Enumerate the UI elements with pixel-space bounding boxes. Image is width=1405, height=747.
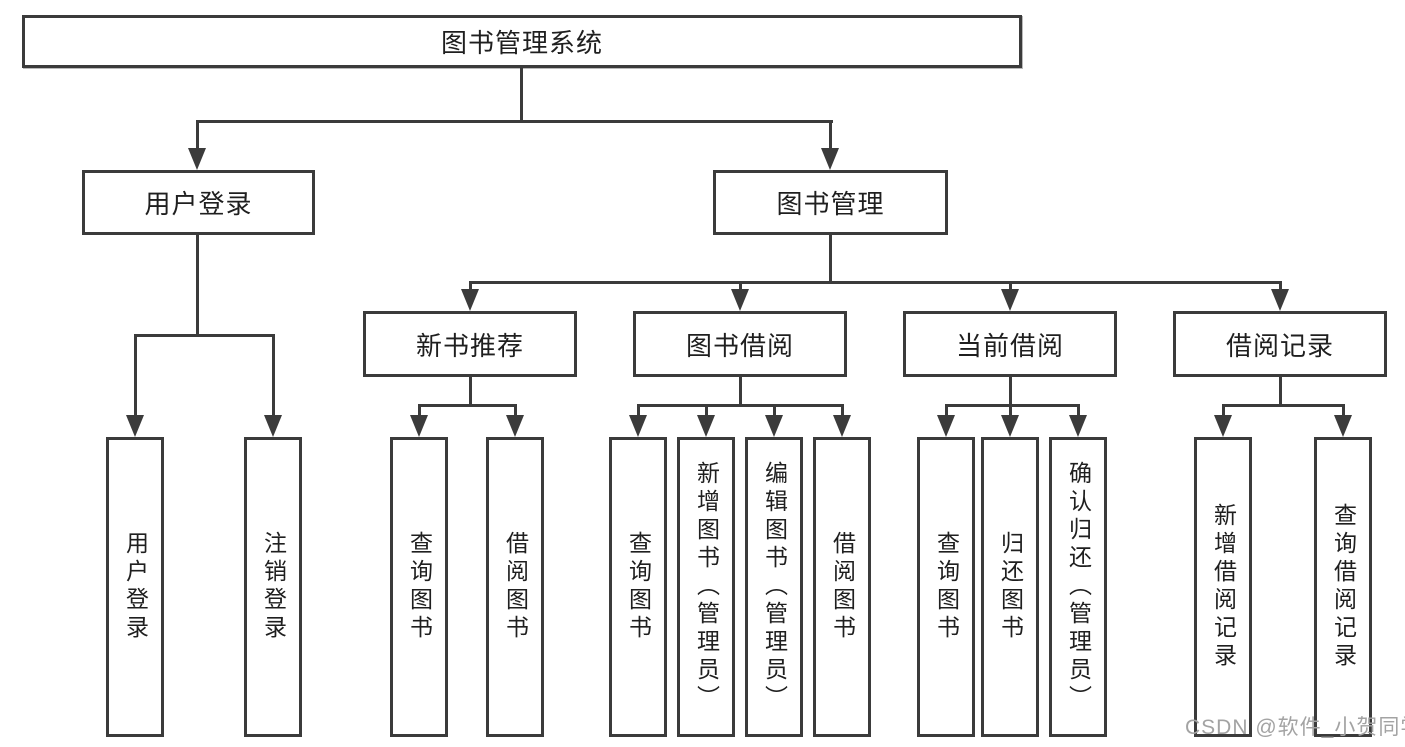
- connector-vline: [1009, 377, 1012, 407]
- connector-vline: [1222, 404, 1225, 416]
- arrow-down-icon: [461, 289, 479, 311]
- node-label: 查询图书: [625, 531, 652, 643]
- connector-vline: [1077, 404, 1080, 416]
- connector-hline: [1222, 404, 1345, 407]
- arrow-down-icon: [1001, 289, 1019, 311]
- leaf-borrow-edit-admin: 编辑图书（管理员）: [745, 437, 803, 737]
- node-borrow-record: 借阅记录: [1173, 311, 1387, 377]
- node-book-borrow: 图书借阅: [633, 311, 847, 377]
- arrow-down-icon: [410, 415, 428, 437]
- connector-vline: [418, 404, 421, 416]
- connector-vline: [1279, 377, 1282, 407]
- arrow-down-icon: [126, 415, 144, 437]
- connector-vline: [829, 235, 832, 284]
- arrow-down-icon: [1001, 415, 1019, 437]
- node-label: 用户登录: [122, 531, 149, 643]
- connector-hline: [196, 120, 833, 123]
- csdn-watermark: CSDN @软件_小贺同学: [1185, 716, 1405, 739]
- arrow-down-icon: [697, 415, 715, 437]
- node-label: 借阅图书: [829, 531, 856, 643]
- leaf-borrow-book: 借阅图书: [813, 437, 871, 737]
- arrow-down-icon: [765, 415, 783, 437]
- node-label: 图书借阅: [685, 330, 794, 361]
- node-label: 新书推荐: [415, 330, 524, 361]
- connector-hline: [418, 404, 516, 407]
- connector-hline: [945, 404, 1080, 407]
- node-label: 查询图书: [406, 531, 433, 643]
- node-user-login: 用户登录: [82, 170, 315, 235]
- connector-vline: [1342, 404, 1345, 416]
- connector-vline: [469, 377, 472, 407]
- arrow-down-icon: [1334, 415, 1352, 437]
- connector-vline: [469, 281, 472, 291]
- arrow-down-icon: [264, 415, 282, 437]
- node-book-mgmt: 图书管理: [713, 170, 948, 235]
- connector-vline: [520, 68, 523, 120]
- arrow-down-icon: [629, 415, 647, 437]
- arrow-down-icon: [1214, 415, 1232, 437]
- node-label: 用户登录: [144, 189, 253, 219]
- node-label: 查询图书: [933, 531, 960, 643]
- connector-vline: [272, 334, 275, 416]
- leaf-user-login: 用户登录: [106, 437, 164, 737]
- node-label: 编辑图书（管理员）: [761, 461, 788, 713]
- leaf-current-confirm-admin: 确认归还（管理员）: [1049, 437, 1107, 737]
- leaf-record-query: 查询借阅记录: [1314, 437, 1372, 737]
- connector-vline: [134, 334, 137, 416]
- node-label: 图书管理系统: [440, 28, 603, 58]
- node-label: 查询借阅记录: [1330, 503, 1357, 671]
- arrow-down-icon: [1271, 289, 1289, 311]
- leaf-current-query: 查询图书: [917, 437, 975, 737]
- arrow-down-icon: [937, 415, 955, 437]
- arrow-down-icon: [188, 148, 206, 170]
- leaf-borrow-query: 查询图书: [609, 437, 667, 737]
- connector-vline: [1279, 281, 1282, 291]
- connector-vline: [196, 120, 199, 150]
- node-new-book: 新书推荐: [363, 311, 577, 377]
- node-label: 借阅图书: [502, 531, 529, 643]
- arrow-down-icon: [731, 289, 749, 311]
- node-label: 图书管理: [776, 189, 885, 219]
- connector-vline: [739, 377, 742, 407]
- node-label: 归还图书: [997, 531, 1024, 643]
- arrow-down-icon: [1069, 415, 1087, 437]
- leaf-newbook-query: 查询图书: [390, 437, 448, 737]
- node-label: 确认归还（管理员）: [1065, 461, 1092, 713]
- node-label: 新增图书（管理员）: [693, 461, 720, 713]
- node-label: 注销登录: [260, 531, 287, 643]
- arrow-down-icon: [821, 148, 839, 170]
- connector-vline: [1009, 404, 1012, 416]
- connector-vline: [739, 281, 742, 291]
- node-label: 借阅记录: [1225, 330, 1334, 361]
- leaf-logout: 注销登录: [244, 437, 302, 737]
- connector-hline: [134, 334, 275, 337]
- arrow-down-icon: [506, 415, 524, 437]
- connector-vline: [1009, 281, 1012, 291]
- connector-vline: [514, 404, 517, 416]
- connector-vline: [196, 235, 199, 337]
- connector-hline: [469, 281, 1282, 284]
- connector-vline: [841, 404, 844, 416]
- node-current-borrow: 当前借阅: [903, 311, 1117, 377]
- connector-hline: [637, 404, 844, 407]
- node-label: 新增借阅记录: [1210, 503, 1237, 671]
- node-root: 图书管理系统: [22, 15, 1022, 68]
- node-label: 当前借阅: [955, 330, 1064, 361]
- leaf-record-add: 新增借阅记录: [1194, 437, 1252, 737]
- connector-vline: [829, 120, 832, 150]
- leaf-borrow-add-admin: 新增图书（管理员）: [677, 437, 735, 737]
- connector-vline: [705, 404, 708, 416]
- connector-vline: [773, 404, 776, 416]
- arrow-down-icon: [833, 415, 851, 437]
- connector-vline: [637, 404, 640, 416]
- connector-vline: [945, 404, 948, 416]
- leaf-current-return: 归还图书: [981, 437, 1039, 737]
- leaf-newbook-borrow: 借阅图书: [486, 437, 544, 737]
